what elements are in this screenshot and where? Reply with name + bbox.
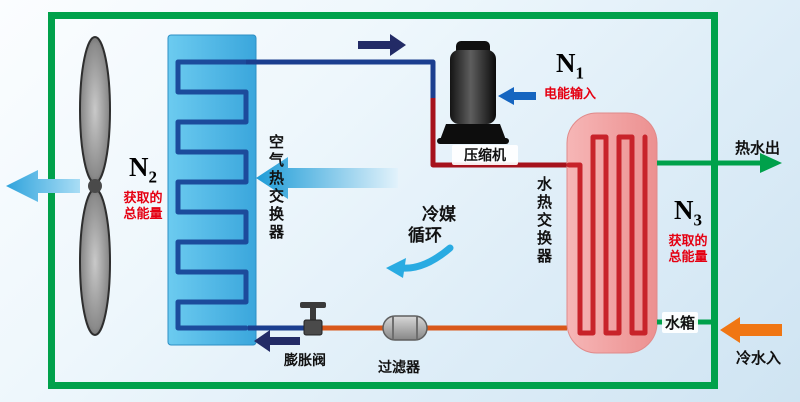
air-heat-exchanger-label: 空气热交换器 — [267, 134, 284, 242]
water-tank-label: 水箱 — [662, 312, 699, 333]
n3-label-block: N3 获取的 总能量 — [658, 197, 718, 265]
compressor-label: 压缩机 — [452, 145, 518, 165]
expansion-valve-label: 膨胀阀 — [284, 352, 326, 368]
electric-input-arrow-icon — [498, 87, 536, 105]
flow-arrow-bottom-icon — [254, 330, 300, 352]
n1-label-block: N1 电能输入 — [533, 50, 607, 102]
fan-blade-bottom — [79, 188, 111, 336]
air-flow-arrow — [256, 157, 398, 199]
air-heat-exchanger — [167, 34, 257, 346]
compressor-base-plate — [437, 138, 509, 144]
refrigerant-cycle-arrowhead-icon — [386, 258, 406, 278]
system-frame — [48, 12, 718, 389]
suction-pipe — [246, 59, 436, 100]
refrigerant-cycle-arrow-curve — [398, 244, 454, 272]
filter-label: 过滤器 — [378, 359, 420, 375]
expansion-valve-stem — [310, 306, 316, 324]
n2-label-block: N2 获取的 总能量 — [112, 154, 174, 222]
n2-desc-line2: 总能量 — [123, 206, 163, 222]
fan-blade-top — [79, 36, 111, 184]
water-heat-exchanger-label: 水热交换器 — [535, 176, 552, 266]
n1-desc: 电能输入 — [543, 86, 596, 102]
n3-desc-line1: 获取的 — [668, 233, 708, 249]
condenser-coil — [566, 134, 648, 336]
compressor-base — [440, 124, 506, 140]
refrigerant-cycle-label: 冷媒 循环 — [402, 204, 462, 246]
cold-water-in-arrow-icon — [720, 317, 782, 343]
n2-desc-line1: 获取的 — [123, 190, 163, 206]
n3-symbol: N3 — [674, 195, 702, 230]
discharge-pipe — [430, 98, 567, 168]
filter-body — [382, 315, 428, 341]
hot-water-out-arrow-icon — [760, 153, 782, 173]
expansion-valve-body — [303, 319, 323, 336]
hot-water-out-label: 热水出 — [735, 140, 781, 157]
n2-symbol: N2 — [129, 152, 157, 187]
refrigerant-cycle-line2: 循环 — [408, 226, 442, 245]
fan-hub — [88, 179, 102, 193]
expansion-valve-handle — [300, 302, 326, 308]
exhaust-air-arrow — [6, 170, 80, 202]
n3-desc-line2: 总能量 — [668, 249, 708, 265]
n1-symbol: N1 — [556, 48, 584, 83]
compressor-body — [450, 50, 496, 124]
cold-water-in-label: 冷水入 — [736, 350, 782, 367]
refrigerant-cycle-line1: 冷媒 — [422, 205, 456, 224]
flow-arrow-top-icon — [358, 34, 406, 56]
evaporator-coil — [175, 59, 249, 331]
